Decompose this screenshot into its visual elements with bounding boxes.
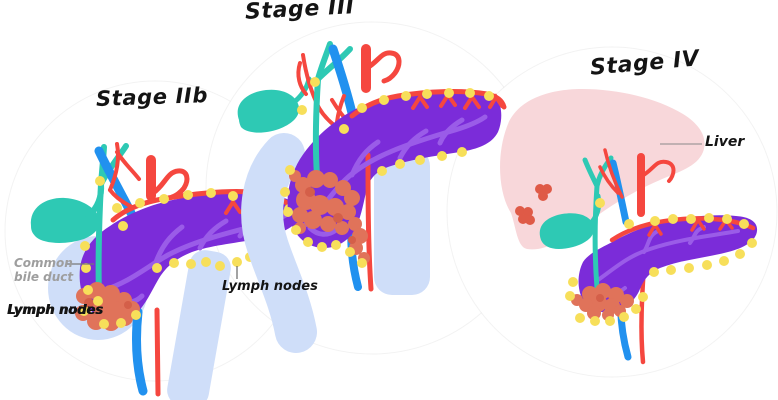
artery-branch [150,168,190,200]
stage-iv-illustration [500,89,758,365]
common-bile-duct [592,183,600,291]
lymph-nodes [565,198,757,326]
hepatic-artery [108,142,141,209]
gallbladder [30,197,100,243]
duodenum [374,148,430,295]
stage-iii-illustration [237,41,507,353]
portal-vein [328,44,357,118]
duodenum [241,133,317,353]
lymph-nodes [280,77,494,268]
gallbladder [237,89,300,133]
artery-branch [640,159,676,183]
artery-branch [364,50,402,84]
liver-label: Liver [705,134,745,150]
mesenteric-artery [154,307,161,397]
stage-iib-title: Stage IIb [95,83,209,111]
common-bile-duct-label: Common bile duct [14,256,74,285]
liver-metastases [515,184,552,225]
label-leader-lines [66,143,702,308]
lymph-nodes-label: Lymph nodes [222,279,318,294]
common-bile-duct [312,76,321,179]
lymph-nodes-label: Lymph nodes [7,303,103,318]
gallbladder [539,213,595,249]
tumor [571,283,634,321]
duodenum [167,250,231,400]
mesenteric-artery [365,152,374,292]
hepatic-artery [598,148,624,199]
